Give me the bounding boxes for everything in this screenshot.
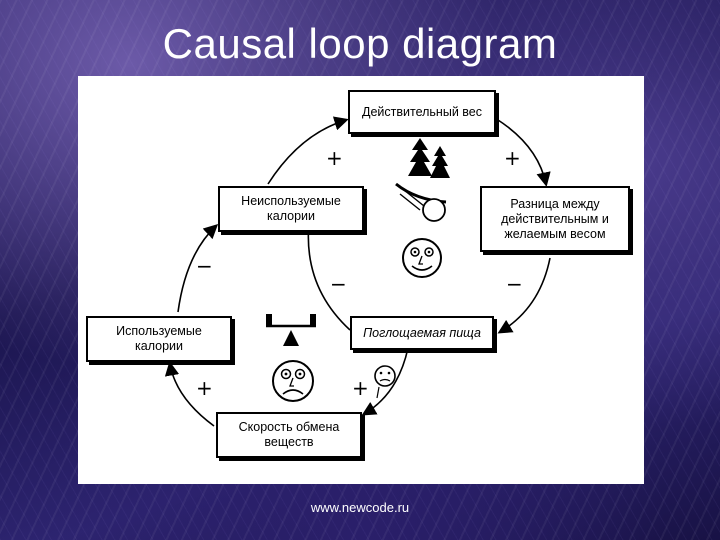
loop-arrows	[164, 116, 551, 427]
node-used-calories: Используемые калории	[86, 316, 232, 362]
sign-food-to-unused: −	[330, 272, 347, 296]
node-unused-calories: Неиспользуемые калории	[218, 186, 364, 232]
arrow-difference-to-food	[497, 257, 551, 334]
smiling-face-icon	[402, 238, 442, 278]
trees-skier-icon	[395, 138, 450, 222]
sign-unused-to-weight: +	[326, 146, 343, 170]
sign-weight-to-difference: +	[504, 146, 521, 170]
sign-metabolism-to-used: +	[196, 376, 213, 400]
node-actual-weight: Действительный вес	[348, 90, 496, 134]
small-face-icon	[374, 365, 396, 399]
arrow-unused-to-weight	[267, 116, 349, 185]
diagram-panel: Действительный вес Разница между действи…	[78, 76, 644, 484]
arrow-weight-to-difference	[497, 119, 551, 187]
sign-difference-to-food: −	[506, 272, 523, 296]
arrow-food-to-metabolism	[361, 347, 409, 416]
sad-face-icon	[272, 360, 314, 402]
balance-scale-icon	[266, 314, 316, 346]
slide-title: Causal loop diagram	[162, 20, 558, 67]
node-food: Поглощаемая пища	[350, 316, 494, 350]
sign-used-to-unused: −	[196, 254, 213, 278]
node-difference: Разница между действительным и желаемым …	[480, 186, 630, 252]
sign-food-to-metabolism: +	[352, 376, 369, 400]
footer-url: www.newcode.ru	[310, 500, 410, 515]
node-metabolism: Скорость обмена веществ	[216, 412, 362, 458]
arrow-metabolism-to-used	[164, 361, 215, 427]
arrow-used-to-unused	[177, 224, 219, 313]
